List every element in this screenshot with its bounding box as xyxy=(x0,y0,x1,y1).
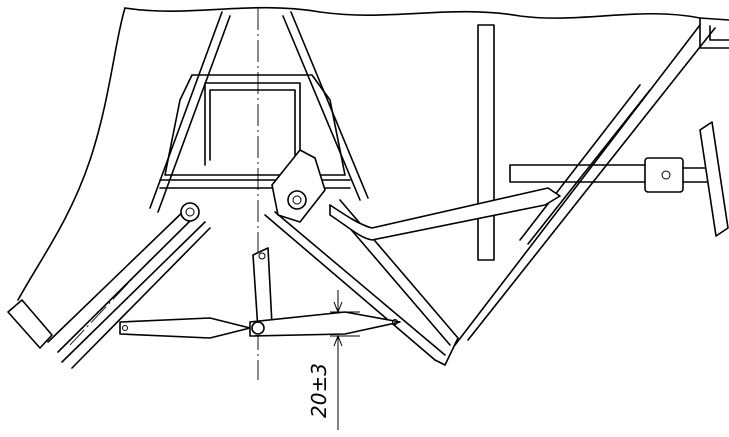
rod-clevis xyxy=(644,157,684,193)
left-hopper-wall xyxy=(47,204,211,369)
left-pivot xyxy=(180,202,200,222)
vertical-link xyxy=(252,247,273,331)
control-rod xyxy=(329,187,561,241)
crossbar-right-pin xyxy=(392,319,398,325)
cone-wall-right xyxy=(282,11,369,201)
left-body-outline xyxy=(17,7,126,301)
lower-v-hopper xyxy=(264,199,459,361)
right-structure-slope xyxy=(454,24,716,346)
break-line xyxy=(124,6,729,21)
crossbar-right xyxy=(249,311,401,337)
handle-bracket xyxy=(509,164,646,183)
crossbar-left xyxy=(119,317,251,339)
left-foot-pad xyxy=(7,299,53,349)
clevis-pin xyxy=(661,170,671,180)
main-pivot xyxy=(287,190,307,210)
left-pivot-pin xyxy=(185,207,195,217)
inner-channel xyxy=(204,82,301,166)
dimension-label: 20±3 xyxy=(307,363,331,418)
cone-wall-left xyxy=(149,11,231,213)
link-top-pin xyxy=(258,252,266,260)
crossbar-center-pin xyxy=(251,321,265,335)
crossbar-left-pin xyxy=(122,325,128,331)
vertical-post xyxy=(477,24,495,261)
main-pivot-pin xyxy=(292,195,302,205)
top-right-bracket xyxy=(699,17,729,49)
dimension-lines xyxy=(330,290,360,430)
right-inner-slope xyxy=(519,84,651,245)
pivot-lever xyxy=(271,149,326,223)
handle-grip xyxy=(699,121,729,237)
dimension-arrows xyxy=(333,301,343,347)
upper-housing xyxy=(164,74,346,176)
lower-v-hopper-base xyxy=(434,337,459,366)
left-axis xyxy=(69,259,151,346)
